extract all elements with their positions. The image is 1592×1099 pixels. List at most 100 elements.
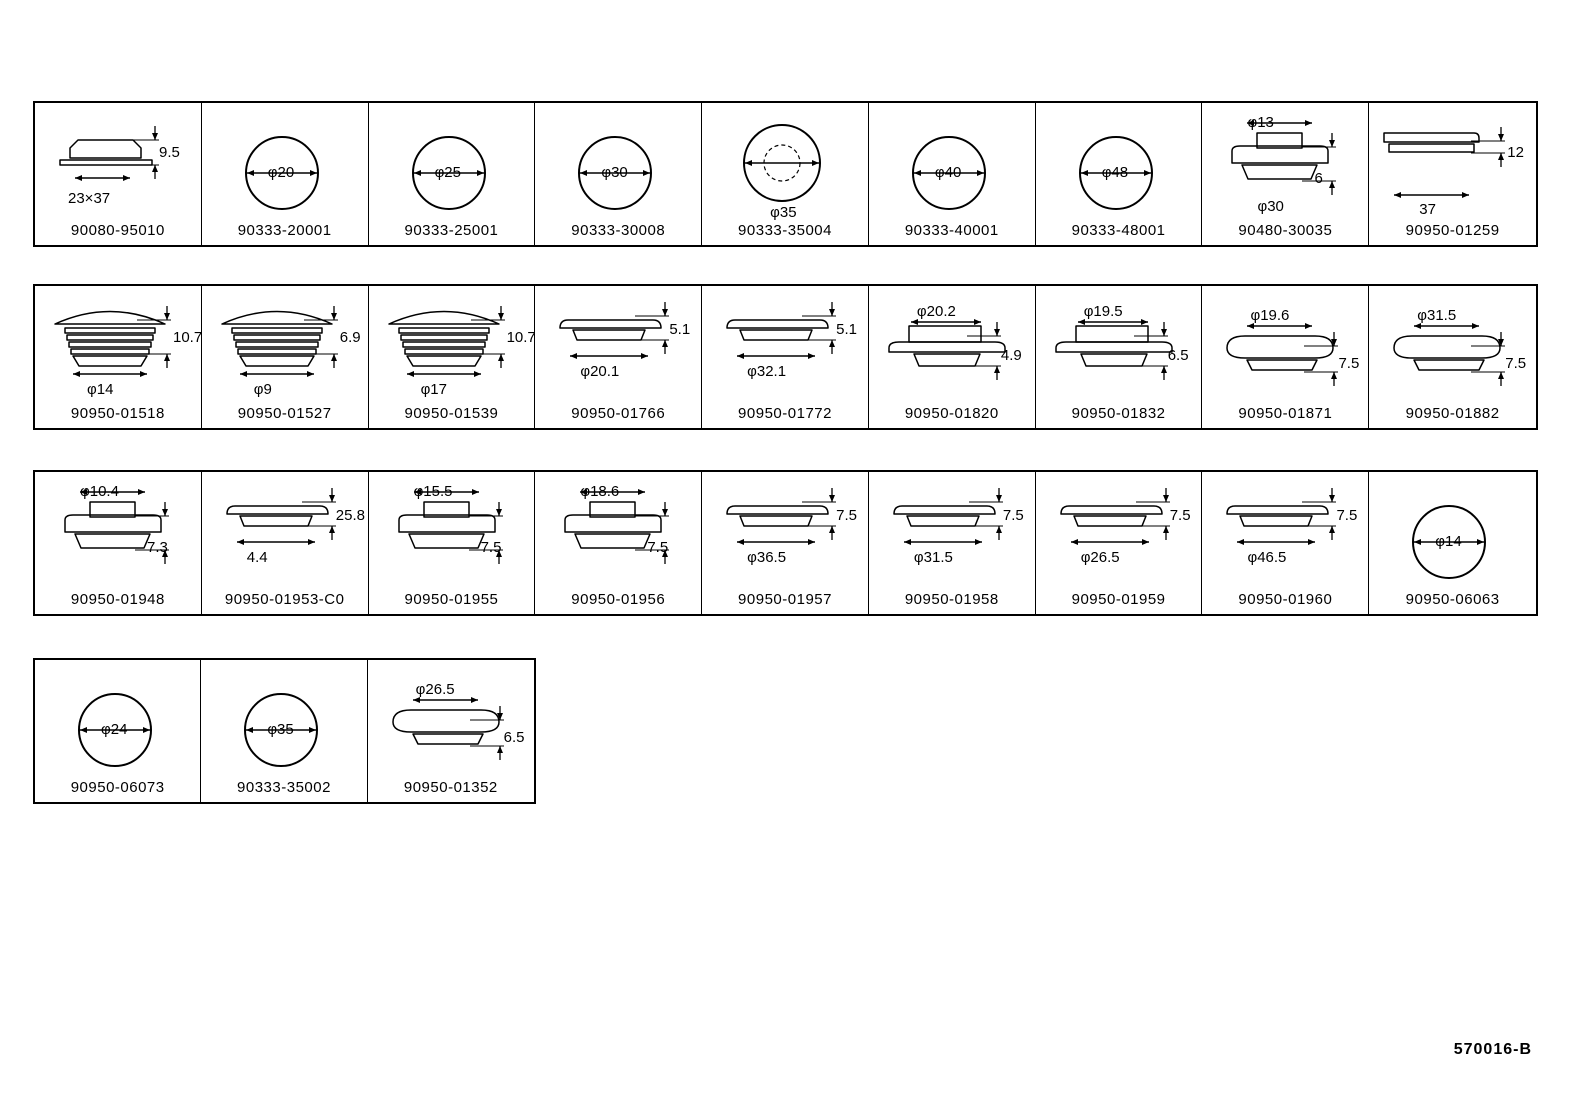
part-drawing — [1226, 323, 1339, 386]
part-number: 90950-06073 — [70, 779, 165, 796]
part-number: 90950-01832 — [1071, 405, 1166, 422]
part-number: 90950-01960 — [1238, 591, 1333, 608]
part-drawing — [54, 306, 171, 377]
dimension-label: φ30 — [601, 164, 628, 181]
dimension-label: 7.3 — [147, 539, 168, 556]
dimension-label: 10.7 — [173, 329, 203, 346]
part-number: 90950-01352 — [403, 779, 498, 796]
part-drawing — [1393, 323, 1506, 386]
dimension-label: φ10.4 — [80, 483, 119, 500]
part-drawing — [726, 302, 837, 359]
part-drawing — [559, 302, 670, 359]
dimension-label: φ32.1 — [747, 363, 787, 380]
dimension-label: φ48 — [1101, 164, 1129, 181]
dimension-label: 7.5 — [1169, 507, 1191, 524]
dimension-label: φ14 — [87, 381, 114, 398]
dimension-label: φ20 — [267, 164, 295, 181]
part-number: 90333-40001 — [904, 222, 999, 239]
part-drawing — [221, 306, 338, 377]
part-number: 90950-01772 — [738, 405, 832, 422]
dimension-label: φ24 — [101, 721, 128, 738]
dimension-label: 5.1 — [669, 321, 691, 338]
dimension-label: φ30 — [1257, 198, 1284, 215]
dimension-label: 7.5 — [1338, 355, 1360, 372]
part-drawing — [411, 136, 486, 210]
dimension-label: 10.7 — [506, 329, 536, 346]
part-number: 90950-01527 — [237, 405, 332, 422]
part-number: 90950-01259 — [1405, 222, 1500, 239]
dimension-label: φ31.5 — [913, 549, 953, 566]
dimension-label: φ19.6 — [1250, 307, 1290, 324]
part-drawing — [564, 489, 670, 564]
part-cell: 10.7 φ17 90950-01539 — [369, 286, 536, 428]
part-drawing — [244, 136, 319, 210]
part-drawing — [1078, 136, 1153, 210]
part-drawing — [893, 488, 1003, 545]
part-cell: φ10.4 7.3 90950-01948 — [35, 472, 202, 614]
dimension-label: 7.5 — [1336, 507, 1358, 524]
drawing-code: 570016-B — [1453, 1041, 1532, 1058]
dimension-label: φ20.1 — [580, 363, 620, 380]
dimension-label: φ26.5 — [1080, 549, 1120, 566]
dimension-label: 6 — [1314, 170, 1323, 187]
dimension-label: φ19.5 — [1083, 303, 1123, 320]
part-drawing — [1412, 505, 1487, 579]
part-drawing — [226, 488, 336, 545]
dimension-label: φ18.6 — [580, 483, 620, 500]
part-number: 90950-01539 — [404, 405, 499, 422]
part-drawing — [888, 319, 1006, 380]
part-number: 90950-01953-C0 — [224, 591, 345, 608]
dimension-label: 7.5 — [647, 539, 669, 556]
part-cell: 5.1 φ20.1 90950-01766 — [535, 286, 703, 428]
dimension-label: φ36.5 — [747, 549, 787, 566]
part-drawing — [911, 136, 986, 210]
dimension-label: 9.5 — [159, 144, 180, 161]
dimension-label: 7.5 — [480, 539, 502, 556]
dimension-label: φ17 — [420, 381, 447, 398]
dimension-label: 5.1 — [836, 321, 857, 338]
part-number: 90080-95010 — [70, 222, 165, 239]
dimension-label: φ35 — [770, 204, 797, 221]
dimension-label: φ31.5 — [1417, 307, 1457, 324]
part-number: 90480-30035 — [1238, 222, 1333, 239]
part-number: 90950-01957 — [738, 591, 832, 608]
part-drawing — [59, 126, 159, 181]
part-drawing — [64, 489, 169, 564]
part-number: 90950-01820 — [904, 405, 999, 422]
dimension-label: φ40 — [934, 164, 962, 181]
dimension-label: 12 — [1507, 144, 1524, 161]
dimension-label: 6.5 — [503, 729, 525, 746]
part-drawing — [1383, 127, 1506, 198]
part-drawing — [1226, 488, 1337, 545]
part-number: 90333-30008 — [571, 222, 666, 239]
part-drawing — [397, 489, 503, 564]
dimension-label: φ14 — [1435, 533, 1462, 550]
dimension-label: φ26.5 — [415, 681, 455, 698]
part-number: 90950-01948 — [70, 591, 165, 608]
dimension-label: 7.5 — [1505, 355, 1527, 372]
part-number: 90950-01766 — [571, 405, 666, 422]
part-number: 90950-01956 — [571, 591, 666, 608]
dimension-label: 25.8 — [335, 507, 365, 524]
part-drawing — [1054, 319, 1173, 380]
part-drawing — [78, 693, 152, 767]
